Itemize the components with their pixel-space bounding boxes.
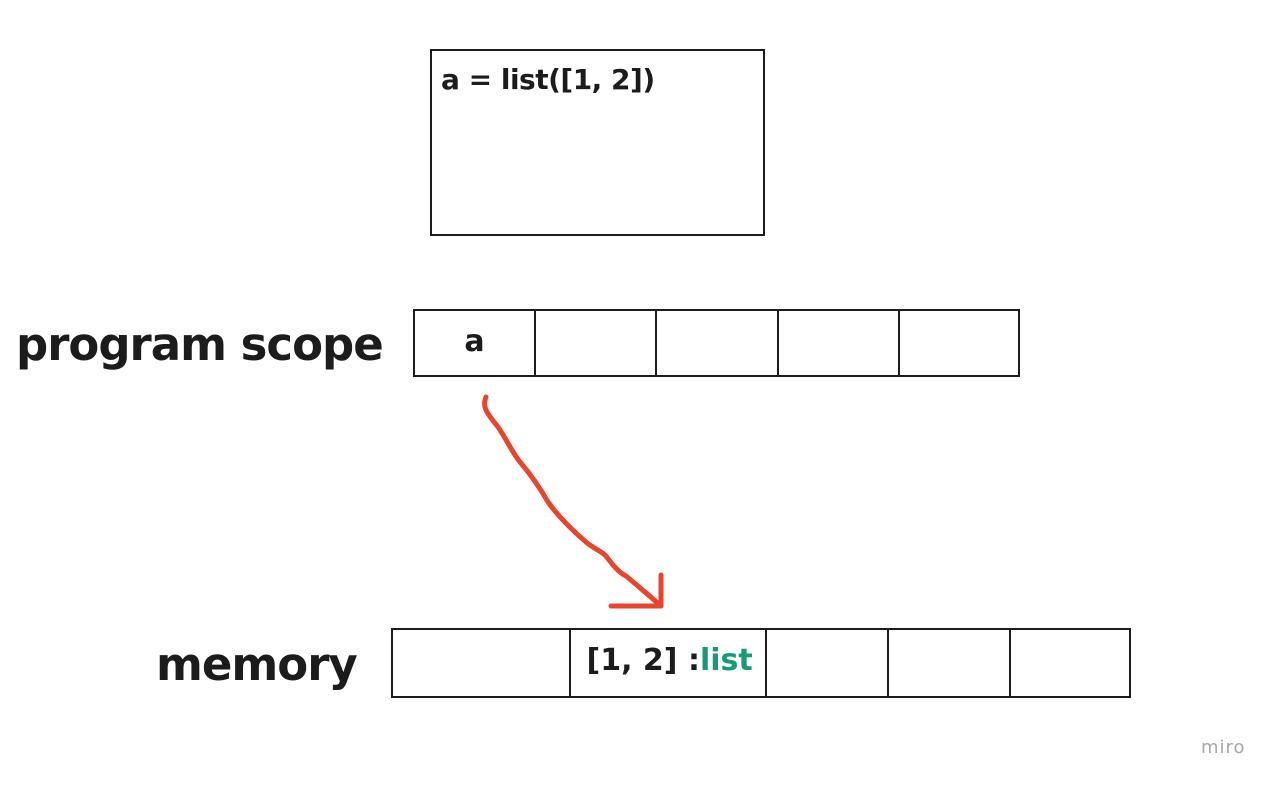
scope-cell bbox=[776, 309, 901, 377]
scope-cell bbox=[655, 309, 779, 377]
memory-cell-value: [1, 2] : bbox=[586, 642, 700, 678]
arrow-curve bbox=[482, 394, 664, 609]
memory-cell bbox=[765, 628, 889, 698]
code-box: a = list([1, 2]) bbox=[430, 49, 765, 236]
program-scope-label: program scope bbox=[16, 318, 384, 371]
arrow-head bbox=[608, 572, 664, 609]
scope-cell bbox=[533, 309, 658, 377]
memory-label: memory bbox=[156, 638, 358, 691]
code-text: a = list([1, 2]) bbox=[441, 63, 655, 96]
memory-cell bbox=[391, 628, 571, 698]
miro-watermark: miro bbox=[1201, 737, 1246, 758]
memory-cell: [1, 2] : list bbox=[568, 628, 768, 698]
memory-cell-type: list bbox=[699, 642, 753, 678]
memory-cell bbox=[886, 628, 1012, 698]
memory-cell bbox=[1009, 628, 1131, 698]
program-scope-row: a bbox=[413, 309, 1020, 377]
scope-cell bbox=[898, 309, 1020, 377]
memory-row: [1, 2] : list bbox=[391, 628, 1131, 698]
